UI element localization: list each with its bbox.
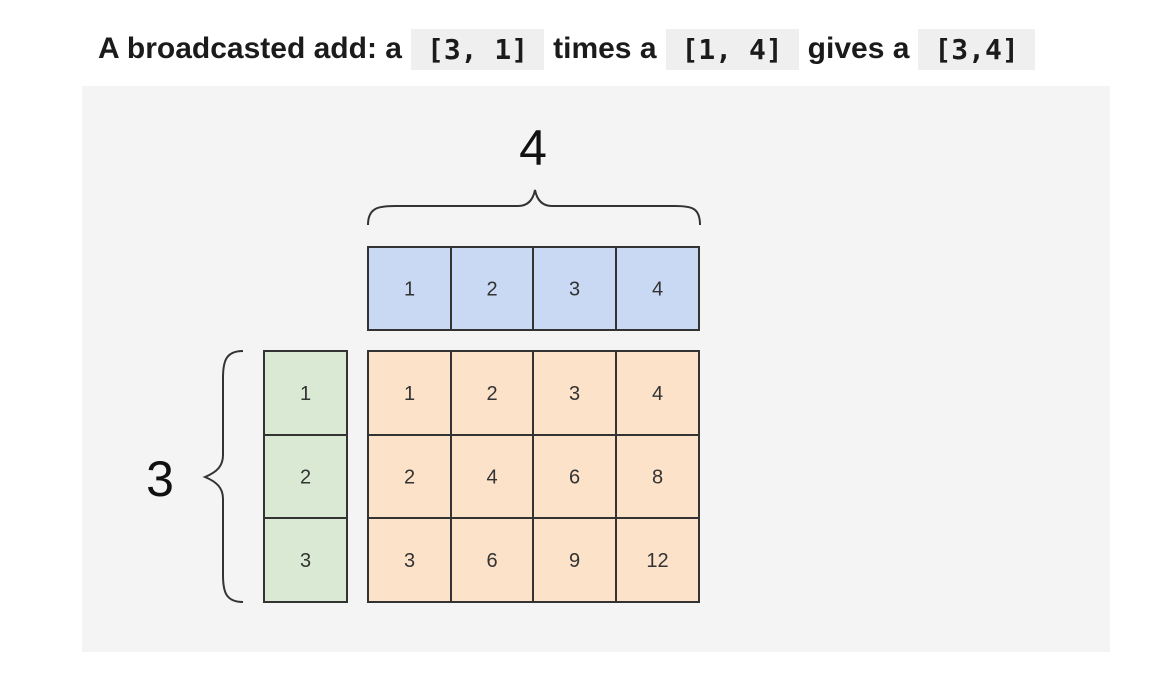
- result-cell-value: 3: [569, 383, 580, 405]
- column-vector-cell-box: [263, 434, 348, 519]
- result-cell-box: [450, 434, 534, 519]
- result-cell-value: 4: [486, 467, 497, 489]
- result-cell: 3: [532, 350, 617, 436]
- shape-code-1x4: [1, 4]: [665, 28, 799, 70]
- left-brace: [202, 350, 244, 603]
- title-text-after: gives a: [807, 32, 910, 65]
- column-vector-cell: 1: [263, 350, 348, 436]
- result-cell-value: 8: [652, 467, 663, 489]
- row-vector: 1 2 3 4: [367, 246, 700, 331]
- result-cell-box: [615, 517, 700, 603]
- result-cell: 1: [367, 350, 452, 436]
- result-cell: 8: [615, 434, 700, 519]
- result-cell: 2: [367, 434, 452, 519]
- result-cell-value: 6: [486, 550, 497, 572]
- row-vector-cell-box: [532, 246, 617, 331]
- result-cell: 4: [615, 350, 700, 436]
- result-cell-box: [532, 517, 617, 603]
- column-vector-cell-box: [263, 350, 348, 436]
- row-vector-cell-value: 3: [569, 279, 580, 301]
- column-vector-cell-box: [263, 517, 348, 603]
- result-cell: 6: [450, 517, 534, 603]
- column-vector-cell: 2: [263, 434, 348, 519]
- result-cell-value: 4: [652, 383, 663, 405]
- result-cell-box: [367, 350, 452, 436]
- top-dimension-label: 4: [519, 120, 547, 176]
- row-vector-cell-value: 4: [652, 279, 663, 301]
- row-vector-cell: 3: [532, 246, 617, 331]
- result-cell-box: [615, 350, 700, 436]
- row-vector-cell-value: 2: [486, 279, 497, 301]
- page-title: A broadcasted add: a [3, 1] times a [1, …: [98, 26, 1044, 72]
- row-vector-cell: 2: [450, 246, 534, 331]
- result-cell: 6: [532, 434, 617, 519]
- shape-code-3x4: [3,4]: [918, 28, 1035, 70]
- result-cell-value: 12: [646, 550, 668, 572]
- row-vector-cell: 4: [615, 246, 700, 331]
- result-cell-value: 3: [404, 550, 415, 572]
- column-vector-cell: 3: [263, 517, 348, 603]
- result-cell-box: [532, 434, 617, 519]
- result-cell-box: [367, 517, 452, 603]
- result-cell-value: 1: [404, 383, 415, 405]
- column-vector-cell-value: 2: [300, 467, 311, 489]
- column-vector-cell-value: 1: [300, 383, 311, 405]
- result-cell-box: [367, 434, 452, 519]
- row-vector-cell-value: 1: [404, 279, 415, 301]
- result-cell: 2: [450, 350, 534, 436]
- shape-code-3x1: [3, 1]: [410, 28, 545, 70]
- result-cell-value: 2: [404, 467, 415, 489]
- row-vector-cell: 1: [367, 246, 452, 331]
- result-cell-value: 6: [569, 467, 580, 489]
- column-vector-cell-value: 3: [300, 550, 311, 572]
- result-cell: 4: [450, 434, 534, 519]
- top-brace: [367, 189, 701, 226]
- result-cell: 9: [532, 517, 617, 603]
- title-text-before: A broadcasted add: a: [98, 32, 402, 65]
- left-dimension-label: 3: [146, 451, 174, 507]
- result-cell: 12: [615, 517, 700, 603]
- title-text-mid: times a: [553, 32, 657, 65]
- row-vector-cell-box: [615, 246, 700, 331]
- result-cell: 3: [367, 517, 452, 603]
- result-cell-value: 9: [569, 550, 580, 572]
- column-vector: 1 2 3: [263, 350, 348, 603]
- result-cell-value: 2: [486, 383, 497, 405]
